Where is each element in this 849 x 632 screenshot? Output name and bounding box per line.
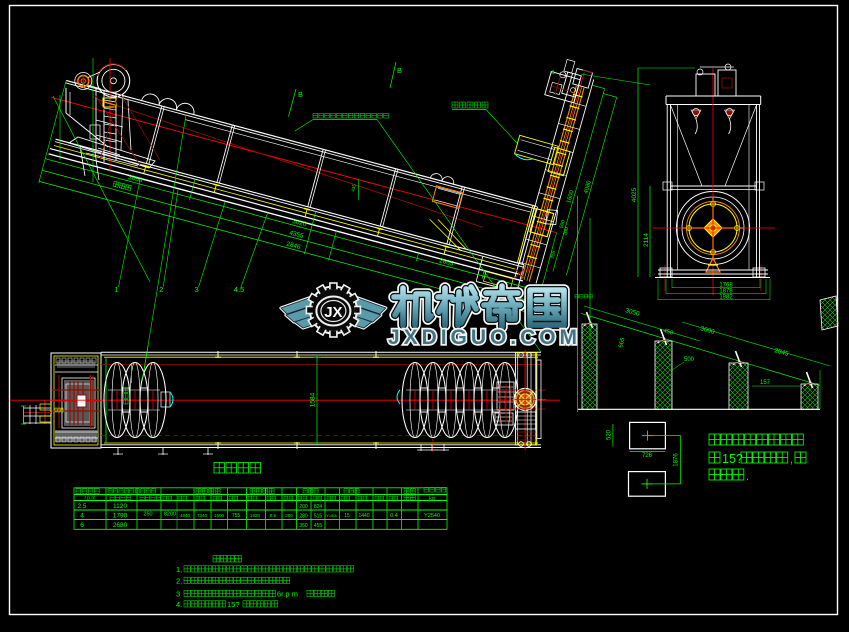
svg-text:Y2540: Y2540	[424, 513, 440, 519]
svg-text:15: 15	[344, 513, 350, 519]
svg-text:1: 1	[114, 285, 118, 294]
svg-text:0.4: 0.4	[390, 513, 398, 519]
svg-text:1440: 1440	[358, 513, 369, 519]
svg-text:1768: 1768	[719, 283, 733, 289]
svg-text:157: 157	[760, 380, 771, 386]
svg-text:a: a	[551, 69, 555, 76]
svg-text:1500: 1500	[214, 513, 225, 518]
svg-text:755: 755	[232, 513, 241, 519]
svg-text:2845: 2845	[773, 347, 789, 358]
svg-text:4355: 4355	[288, 230, 304, 241]
svg-text:435: 435	[350, 183, 357, 192]
svg-text:1920: 1920	[250, 513, 261, 518]
svg-text:15?: 15?	[227, 600, 240, 609]
svg-text:1878: 1878	[719, 289, 733, 295]
svg-text:8200: 8200	[164, 512, 176, 518]
svg-text:3050: 3050	[624, 307, 640, 318]
svg-text:500: 500	[559, 219, 567, 229]
svg-text:1,: 1,	[176, 565, 182, 574]
svg-text:3050: 3050	[127, 174, 143, 185]
svg-text:B: B	[397, 66, 402, 75]
svg-text:3: 3	[176, 590, 180, 599]
svg-text:1600: 1600	[566, 189, 576, 204]
svg-text:3020: 3020	[292, 218, 308, 229]
svg-text:kg: kg	[429, 496, 435, 502]
svg-text:515: 515	[314, 514, 323, 520]
svg-text:1790: 1790	[113, 513, 128, 520]
svg-text:355: 355	[549, 250, 557, 260]
svg-text:2,: 2,	[176, 577, 182, 586]
svg-text:4.: 4.	[176, 600, 182, 609]
svg-text:500: 500	[684, 357, 695, 363]
svg-text:2846: 2846	[285, 241, 301, 252]
svg-text:,: ,	[790, 454, 793, 466]
svg-text:4840: 4840	[180, 513, 191, 518]
svg-text:.: .	[746, 471, 749, 483]
svg-text:6: 6	[80, 522, 84, 529]
svg-text:1120: 1120	[113, 503, 127, 510]
svg-text:r.p.m: r.p.m	[84, 496, 95, 502]
svg-text:4.5: 4.5	[234, 285, 244, 294]
svg-text:3: 3	[195, 285, 199, 294]
svg-text:2: 2	[159, 285, 163, 294]
svg-text:250: 250	[143, 512, 152, 518]
svg-text:520: 520	[607, 429, 613, 440]
svg-text:Y180L: Y180L	[326, 513, 338, 518]
svg-text:726: 726	[642, 453, 653, 459]
svg-text:4080: 4080	[583, 179, 593, 194]
svg-text:1584: 1584	[310, 392, 317, 407]
svg-text:6r.p m: 6r.p m	[277, 590, 298, 599]
svg-text:4025: 4025	[631, 187, 638, 202]
svg-text:200: 200	[562, 226, 570, 236]
svg-text:450: 450	[662, 328, 674, 337]
svg-text:200: 200	[299, 504, 308, 510]
svg-text:200: 200	[285, 513, 293, 518]
svg-text:B: B	[298, 90, 303, 99]
svg-text:2114: 2114	[643, 233, 650, 247]
svg-text:4: 4	[80, 513, 84, 520]
svg-text:824: 824	[314, 504, 323, 510]
svg-text:2680: 2680	[113, 522, 128, 529]
svg-text:2.5: 2.5	[77, 503, 86, 510]
svg-text:1982: 1982	[719, 295, 733, 301]
svg-text:JX: JX	[324, 304, 342, 321]
svg-text:JXDIGUO.COM: JXDIGUO.COM	[388, 326, 578, 349]
svg-text:7340: 7340	[197, 513, 208, 518]
svg-text:3000: 3000	[699, 325, 715, 336]
svg-text:2865: 2865	[438, 257, 454, 268]
svg-text:280: 280	[299, 514, 308, 520]
svg-text:665: 665	[618, 337, 627, 349]
svg-text:15?: 15?	[722, 452, 743, 466]
svg-text:9.5: 9.5	[270, 513, 277, 518]
svg-text:350: 350	[299, 523, 308, 529]
svg-text:455: 455	[314, 523, 323, 529]
svg-text:1876: 1876	[674, 453, 680, 467]
